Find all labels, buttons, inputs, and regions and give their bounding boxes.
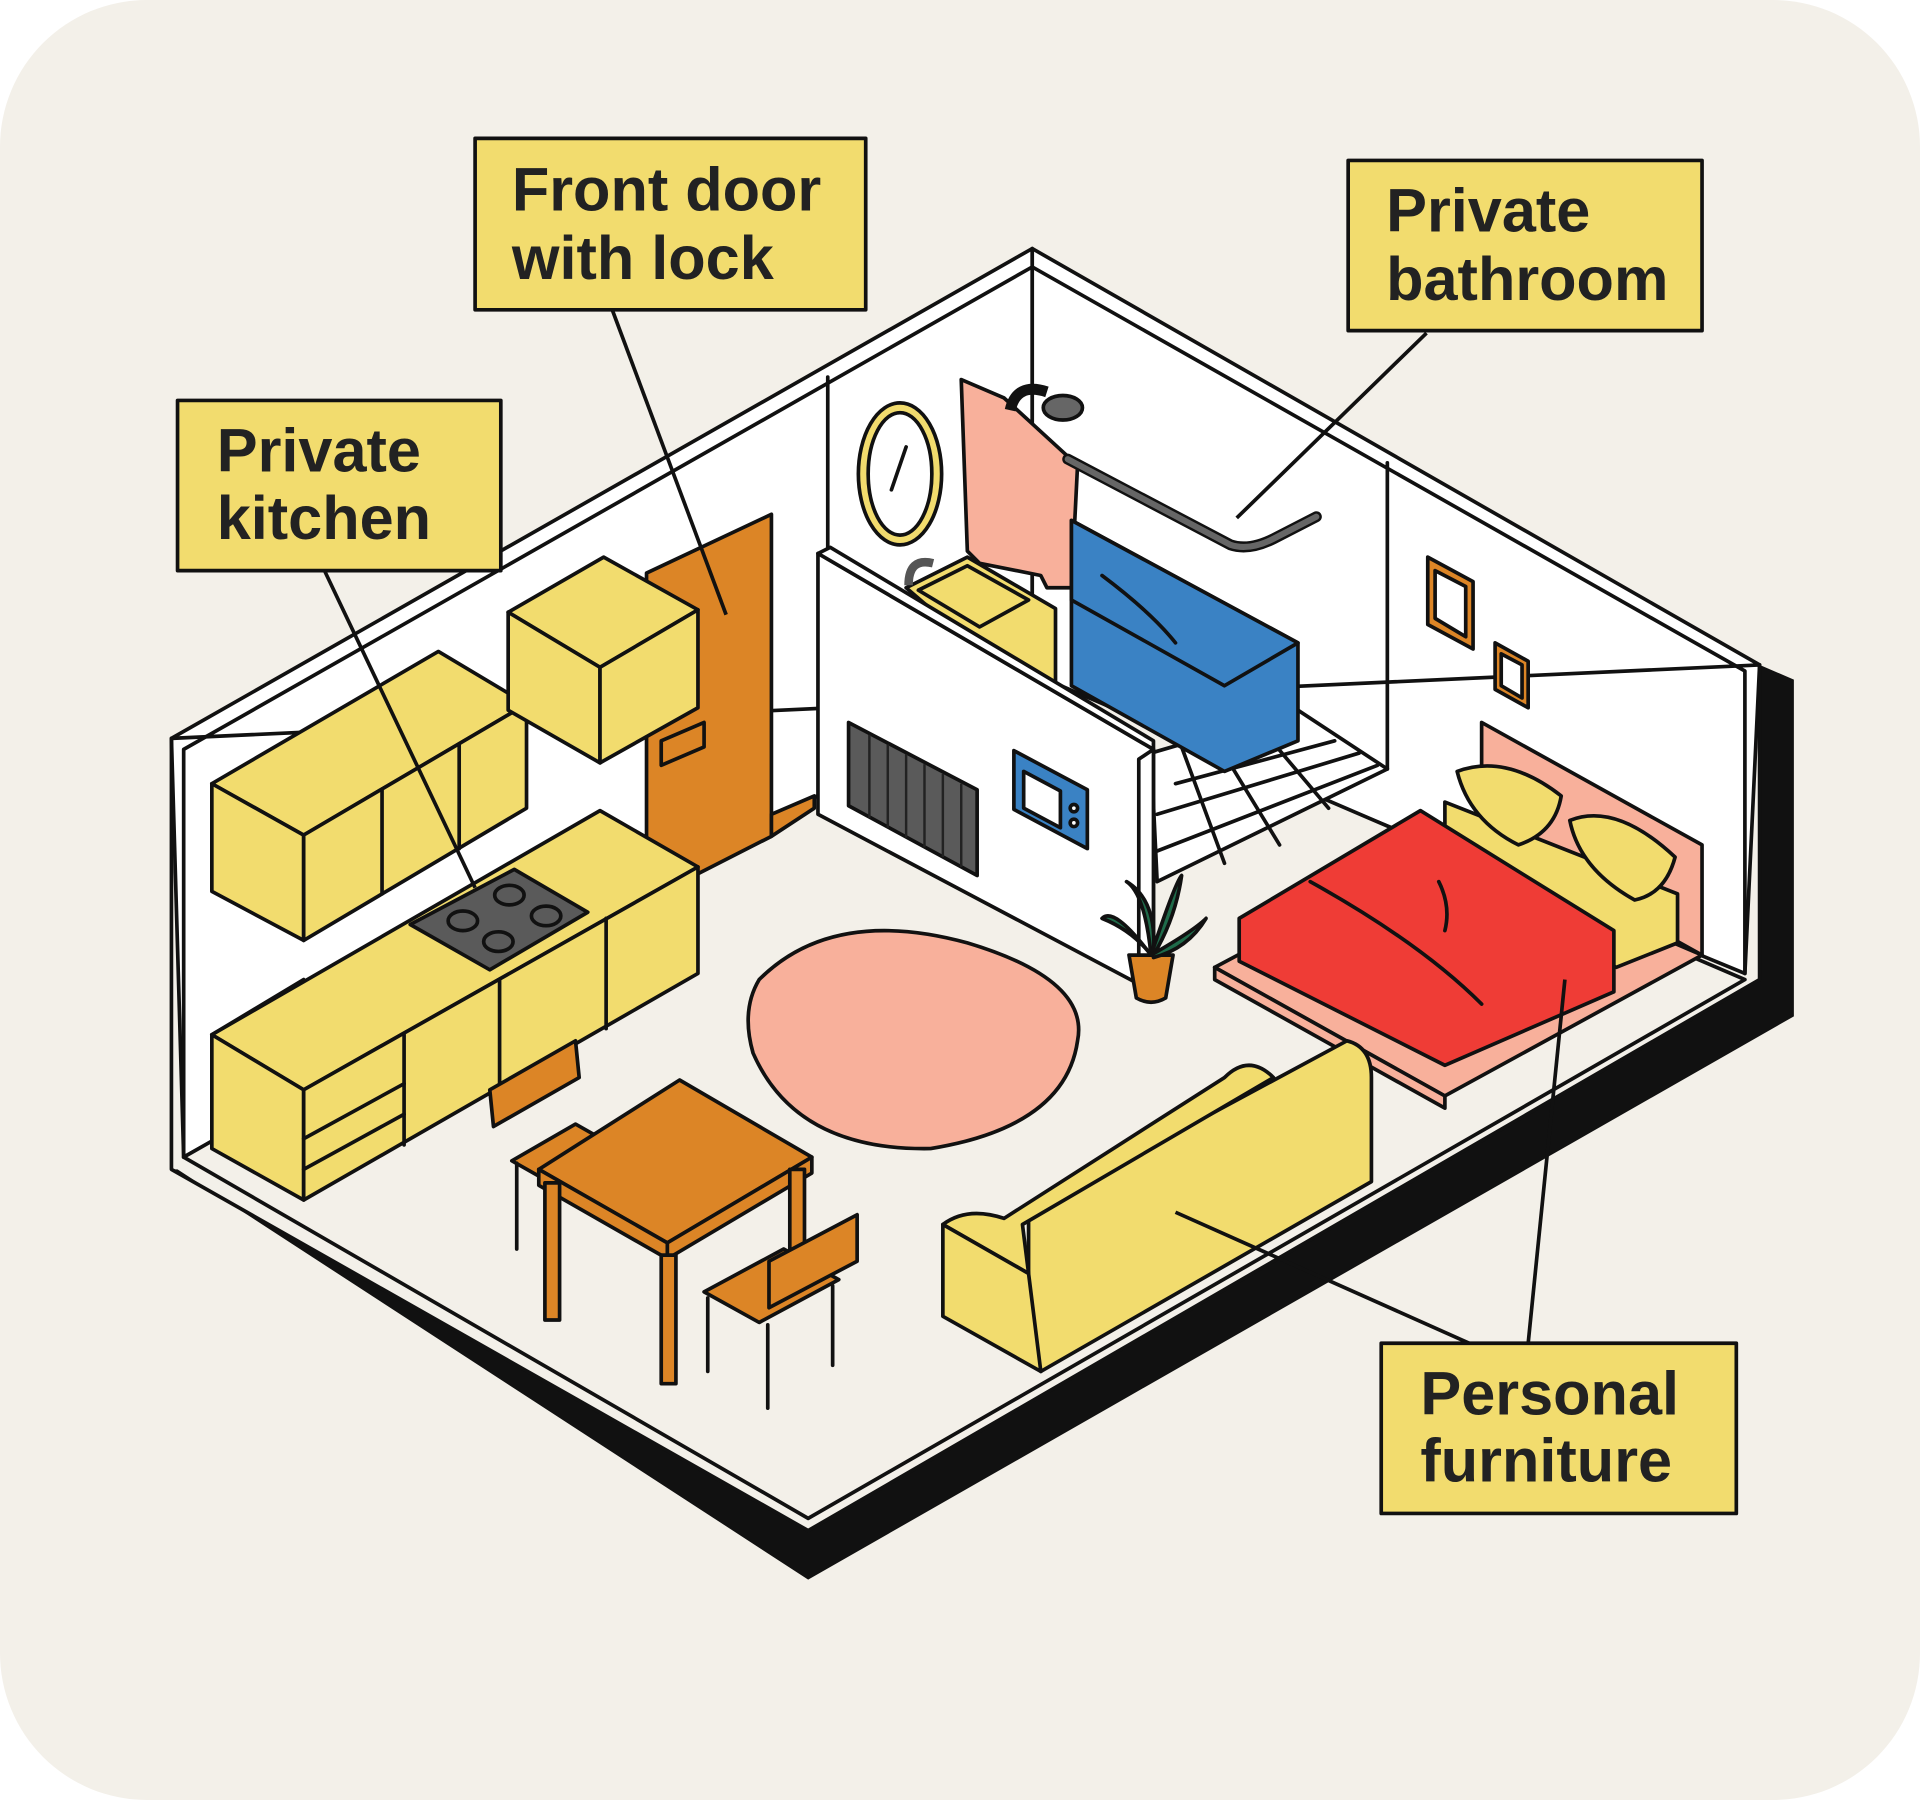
sofa[interactable] bbox=[941, 1038, 1374, 1374]
dining-chair-front[interactable] bbox=[702, 1212, 859, 1410]
bed[interactable] bbox=[1212, 720, 1704, 1110]
svg-text:with lock: with lock bbox=[511, 224, 775, 292]
label-bathroom: Private bathroom bbox=[1346, 158, 1704, 333]
rug bbox=[746, 928, 1081, 1151]
label-line: Private bbox=[1386, 176, 1590, 244]
label-furniture: Personal furniture bbox=[1379, 1341, 1739, 1516]
leader-kitchen bbox=[322, 569, 477, 889]
faucet-icon bbox=[904, 557, 935, 586]
shower-curtain bbox=[959, 377, 1080, 590]
dining-table[interactable] bbox=[536, 1078, 814, 1386]
label-line: Personal bbox=[1420, 1359, 1679, 1427]
label-line: furniture bbox=[1420, 1427, 1672, 1495]
svg-text:Front door: Front door bbox=[512, 156, 821, 224]
label-line: kitchen bbox=[217, 484, 431, 552]
svg-text:kitchen: kitchen bbox=[217, 484, 431, 552]
svg-text:Personal: Personal bbox=[1420, 1359, 1679, 1427]
svg-text:bathroom: bathroom bbox=[1386, 245, 1668, 313]
svg-text:Private: Private bbox=[1386, 176, 1590, 244]
leader-front-door bbox=[610, 309, 728, 616]
picture-frames bbox=[1425, 555, 1530, 710]
divider-wall bbox=[816, 545, 1156, 1000]
bathtub bbox=[1069, 518, 1300, 774]
shower-head-icon bbox=[1004, 383, 1085, 422]
leader-furniture-bed bbox=[1526, 979, 1567, 1344]
leader-lines bbox=[322, 309, 1567, 1345]
label-line: with lock bbox=[511, 224, 775, 292]
label-line: Front door bbox=[512, 156, 821, 224]
svg-text:Private: Private bbox=[217, 416, 421, 484]
stove bbox=[408, 867, 590, 972]
radiator bbox=[846, 720, 979, 878]
door-handle-icon bbox=[659, 720, 706, 768]
thermostat bbox=[1012, 748, 1090, 851]
upper-cabinets bbox=[210, 555, 700, 943]
label-line: bathroom bbox=[1386, 245, 1668, 313]
leader-bathroom bbox=[1235, 331, 1428, 520]
potted-plant bbox=[1100, 873, 1208, 1005]
wall-inner-edge bbox=[181, 265, 1747, 1159]
leader-furniture-sofa bbox=[1174, 1210, 1471, 1345]
label-line: Private bbox=[217, 416, 421, 484]
label-kitchen: Private kitchen bbox=[175, 398, 503, 573]
label-front-door: Front door with lock bbox=[473, 136, 868, 312]
svg-text:furniture: furniture bbox=[1420, 1427, 1672, 1495]
